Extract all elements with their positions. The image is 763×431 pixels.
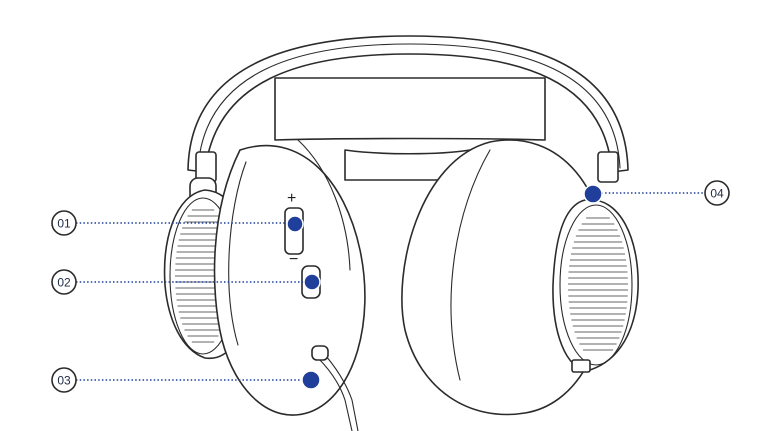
callout-leaders <box>76 192 704 381</box>
right-hinge <box>597 151 619 183</box>
cable <box>311 345 359 431</box>
callout-markers <box>286 184 603 390</box>
headband <box>187 35 629 181</box>
volume-minus-sign: − <box>289 251 298 268</box>
callout-label-02: 02 <box>57 276 71 290</box>
callout-badge-03: 03 <box>51 367 77 393</box>
volume-control-marker[interactable] <box>286 215 304 233</box>
left-ear-cushion <box>213 139 366 416</box>
callout-label-03: 03 <box>57 374 71 388</box>
right-outer-plate <box>552 198 639 373</box>
callout-badge-01: 01 <box>51 210 77 236</box>
callout-label-01: 01 <box>57 217 71 231</box>
callout-label-04: 04 <box>710 187 724 201</box>
mic-mute-marker[interactable] <box>303 273 321 291</box>
audio-jack-marker[interactable] <box>301 370 321 390</box>
callout-badge-04: 04 <box>704 180 730 206</box>
mic-boom-marker[interactable] <box>583 184 603 204</box>
callout-badge-02: 02 <box>51 269 77 295</box>
volume-plus-sign: + <box>287 190 296 207</box>
